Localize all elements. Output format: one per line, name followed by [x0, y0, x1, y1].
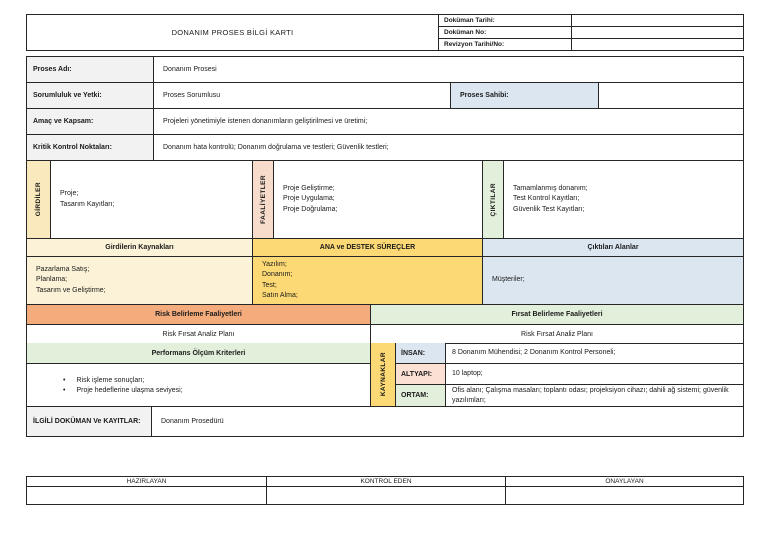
- doc-date-value: [571, 14, 744, 27]
- checked-by-value: [266, 486, 506, 505]
- scope-label: Amaç ve Kapsam:: [26, 108, 154, 135]
- activities-label-text: FAALİYETLER: [259, 175, 267, 224]
- output-receivers-content: Müşteriler;: [482, 256, 744, 305]
- output-receivers-header: Çıktıları Alanlar: [482, 238, 744, 257]
- doc-header-table: DONANIM PROSES BİLGİ KARTI Doküman Tarih…: [26, 14, 744, 51]
- performance-criteria-header: Performans Ölçüm Kriterleri: [27, 343, 371, 364]
- bullet-icon: •: [63, 386, 66, 394]
- revision-label: Revizyon Tarihi/No:: [438, 38, 572, 51]
- bullet-text: Risk işleme sonuçları;: [76, 376, 145, 384]
- table-row: Kritik Kontrol Noktaları: Donanım hata k…: [26, 134, 744, 161]
- input-sources-header: Girdilerin Kaynakları: [26, 238, 253, 257]
- critical-control-label: Kritik Kontrol Noktaları:: [26, 134, 154, 161]
- doc-no-label: Doküman No:: [438, 26, 572, 39]
- risk-header: Risk Belirleme Faaliyetleri: [26, 304, 371, 325]
- page-title: DONANIM PROSES BİLGİ KARTI: [26, 14, 439, 51]
- doc-no-value: [571, 26, 744, 39]
- human-resources-value: 8 Donanım Mühendisi; 2 Donanım Kontrol P…: [446, 343, 743, 364]
- responsibility-label: Sorumluluk ve Yetki:: [26, 82, 154, 109]
- process-info-table: Proses Adı: Donanım Prosesi Sorumluluk v…: [26, 56, 744, 161]
- revision-value: [571, 38, 744, 51]
- inputs-label-text: GİRDİLER: [35, 182, 42, 217]
- opportunity-header: Fırsat Belirleme Faaliyetleri: [370, 304, 744, 325]
- scope-value: Projeleri yönetimiyle istenen donanımlar…: [153, 108, 744, 135]
- related-documents-label: İLGİLİ DOKÜMAN Ve KAYITLAR:: [26, 406, 152, 437]
- process-owner-label: Proses Sahibi:: [450, 82, 599, 109]
- opportunity-value: Risk Fırsat Analiz Planı: [370, 324, 744, 344]
- resources-label-text: KAYNAKLAR: [379, 352, 387, 397]
- checked-by-header: KONTROL EDEN: [266, 476, 506, 487]
- list-item: • Risk işleme sonuçları;: [63, 377, 370, 384]
- environment-label: ORTAM:: [396, 385, 446, 406]
- activities-vertical-label: FAALİYETLER: [252, 160, 274, 239]
- resources-vertical-label: KAYNAKLAR: [371, 343, 396, 406]
- bullet-text: Proje hedeflerine ulaşma seviyesi;: [76, 386, 183, 394]
- document-sheet: DONANIM PROSES BİLGİ KARTI Doküman Tarih…: [26, 14, 744, 505]
- responsibility-value: Proses Sorumlusu: [153, 82, 451, 109]
- outputs-content: Tamamlanmış donanım; Test Kontrol Kayıtl…: [503, 160, 744, 239]
- table-row: Sorumluluk ve Yetki: Proses Sorumlusu Pr…: [26, 82, 744, 109]
- inputs-content: Proje; Tasarım Kayıtları;: [50, 160, 253, 239]
- main-support-processes-header: ANA ve DESTEK SÜREÇLER: [252, 238, 483, 257]
- outputs-label-text: ÇIKTILAR: [489, 182, 497, 217]
- approved-by-header: ONAYLAYAN: [505, 476, 744, 487]
- inputs-vertical-label: GİRDİLER: [26, 160, 51, 239]
- activities-content: Proje Geliştirme; Proje Uygulama; Proje …: [273, 160, 483, 239]
- signoff-table: HAZIRLAYAN KONTROL EDEN ONAYLAYAN: [26, 476, 744, 505]
- process-name-label: Proses Adı:: [26, 56, 154, 83]
- risk-opportunity-table: Risk Belirleme Faaliyetleri Fırsat Belir…: [26, 304, 744, 344]
- related-documents-table: İLGİLİ DOKÜMAN Ve KAYITLAR: Donanım Pros…: [26, 406, 744, 437]
- doc-date-label: Doküman Tarihi:: [438, 14, 572, 27]
- prepared-by-header: HAZIRLAYAN: [26, 476, 267, 487]
- outputs-vertical-label: ÇIKTILAR: [482, 160, 504, 239]
- infrastructure-label: ALTYAPI:: [396, 364, 446, 385]
- process-owner-value: [598, 82, 744, 109]
- table-row: Proses Adı: Donanım Prosesi: [26, 56, 744, 83]
- performance-bullet-list: • Risk işleme sonuçları; • Proje hedefle…: [27, 364, 371, 406]
- performance-resources-grid: Performans Ölçüm Kriterleri • Risk işlem…: [26, 343, 744, 407]
- main-support-processes-content: Yazılım; Donanım; Test; Satın Alma;: [252, 256, 483, 305]
- input-sources-content: Pazarlama Satış; Planlama; Tasarım ve Ge…: [26, 256, 253, 305]
- environment-value: Ofis alanı; Çalışma masaları; toplantı o…: [452, 387, 729, 404]
- process-flow-table: GİRDİLER Proje; Tasarım Kayıtları; FAALİ…: [26, 160, 744, 305]
- bullet-icon: •: [63, 376, 66, 384]
- human-resources-label: İNSAN:: [396, 343, 446, 364]
- risk-value: Risk Fırsat Analiz Planı: [26, 324, 371, 344]
- prepared-by-value: [26, 486, 267, 505]
- infrastructure-value: 10 laptop;: [446, 364, 743, 385]
- critical-control-value: Donanım hata kontrolü; Donanım doğrulama…: [153, 134, 744, 161]
- process-name-value: Donanım Prosesi: [153, 56, 744, 83]
- list-item: • Proje hedeflerine ulaşma seviyesi;: [63, 387, 370, 394]
- related-documents-value: Donanım Prosedürü: [151, 406, 744, 437]
- approved-by-value: [505, 486, 744, 505]
- table-row: Amaç ve Kapsam: Projeleri yönetimiyle is…: [26, 108, 744, 135]
